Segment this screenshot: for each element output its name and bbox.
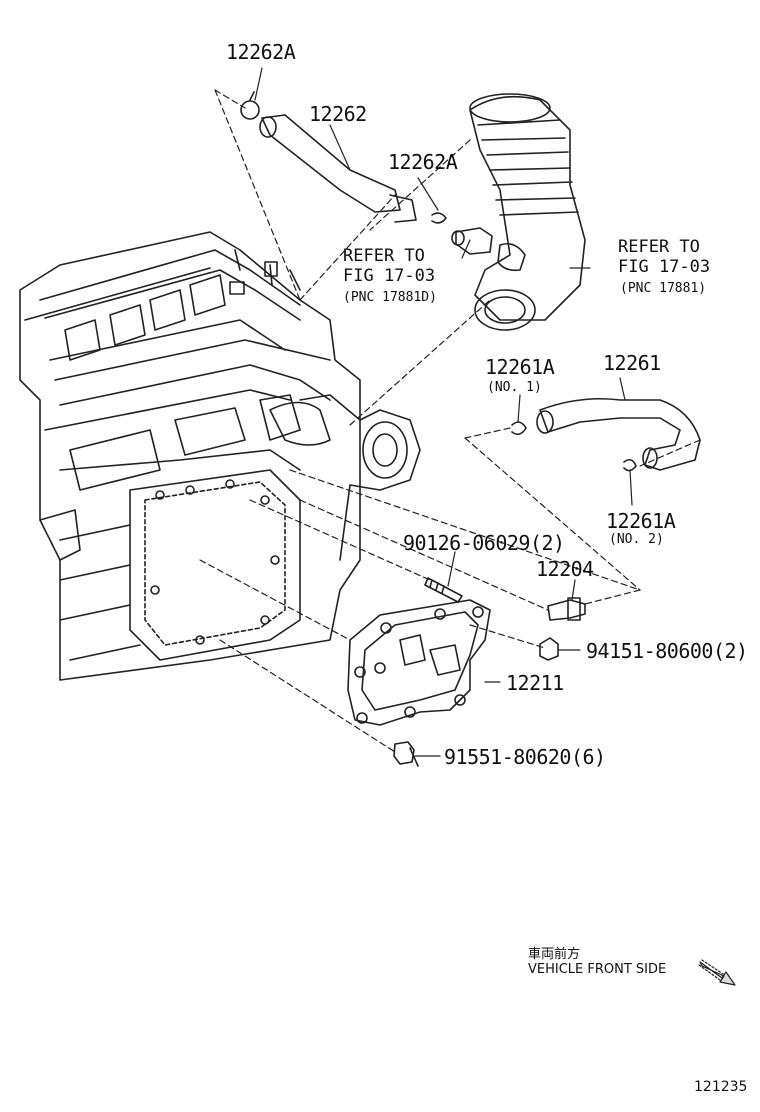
figure-id: 121235	[694, 1079, 748, 1095]
hose-12262-drawing	[240, 91, 447, 224]
ref-right-line1: REFER TO	[618, 237, 700, 257]
ref-left-line1: REFER TO	[343, 246, 425, 266]
leader-lines	[254, 67, 633, 757]
label-no1: (NO. 1)	[487, 380, 542, 395]
label-12211: 12211	[506, 671, 564, 695]
label-91551: 91551-80620(6)	[444, 745, 606, 769]
hose-12261-drawing	[511, 397, 701, 472]
label-12204: 12204	[536, 557, 594, 581]
label-12261A-no2: 12261A	[606, 509, 676, 533]
label-12261: 12261	[603, 351, 661, 375]
front-arrow-icon	[698, 959, 736, 986]
dashed-lines	[199, 89, 701, 753]
label-12262A-top: 12262A	[226, 40, 296, 64]
ref-right-line3: (PNC 17881)	[620, 281, 707, 296]
label-12262A-mid: 12262A	[388, 150, 458, 174]
nut-drawing	[539, 637, 559, 661]
direction-en: VEHICLE FRONT SIDE	[528, 962, 667, 977]
sensor-12204-drawing	[547, 597, 586, 621]
ref-left-line3: (PNC 17881D)	[343, 290, 437, 305]
engine-block-drawing	[19, 231, 421, 681]
label-no2: (NO. 2)	[609, 532, 664, 547]
label-12261A-no1: 12261A	[485, 355, 555, 379]
bolt-drawing	[393, 741, 419, 767]
label-94151: 94151-80600(2)	[586, 639, 748, 663]
ref-right-line2: FIG 17-03	[618, 257, 711, 277]
label-12262: 12262	[309, 102, 367, 126]
stud-bolt-drawing	[424, 577, 463, 603]
fitting-drawing	[451, 227, 493, 255]
label-90126: 90126-06029(2)	[403, 531, 565, 555]
bracket-12211-drawing	[347, 599, 491, 726]
direction-jp: 車両前方	[528, 947, 581, 962]
air-intake-hose-drawing	[469, 93, 586, 331]
ref-left-line2: FIG 17-03	[343, 266, 436, 286]
